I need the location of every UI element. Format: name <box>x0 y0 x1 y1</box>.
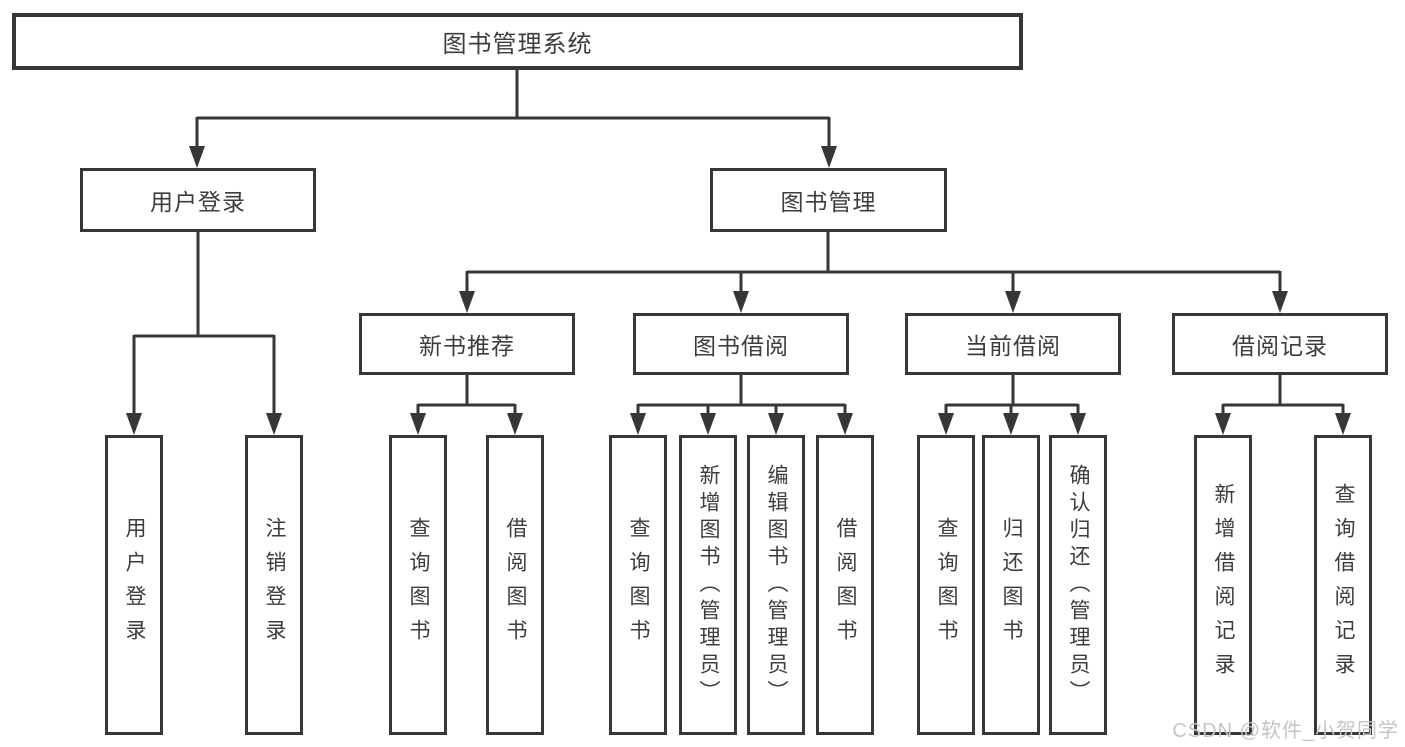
node-leaf-add-borrow-record: 新增借阅记录 <box>1194 435 1252 735</box>
node-leaf-borrow-books-recommend: 借阅图书 <box>486 435 544 735</box>
node-new-book-recommend: 新书推荐 <box>359 313 575 375</box>
node-leaf-confirm-return-admin: 确认归还（管理员） <box>1049 435 1107 735</box>
node-leaf-add-books-admin: 新增图书（管理员） <box>679 435 737 735</box>
arrowhead-icons <box>126 146 1351 435</box>
node-leaf-query-books-borrow: 查询图书 <box>609 435 667 735</box>
node-leaf-query-borrow-record: 查询借阅记录 <box>1314 435 1372 735</box>
node-user-login: 用户登录 <box>80 168 316 232</box>
node-leaf-edit-books-admin: 编辑图书（管理员） <box>747 435 805 735</box>
node-leaf-query-books-recommend: 查询图书 <box>389 435 447 735</box>
node-leaf-user-login: 用户登录 <box>105 435 163 735</box>
node-leaf-logout: 注销登录 <box>245 435 303 735</box>
node-leaf-return-books: 归还图书 <box>982 435 1040 735</box>
node-current-borrow: 当前借阅 <box>905 313 1121 375</box>
node-leaf-query-books-current: 查询图书 <box>917 435 975 735</box>
node-leaf-borrow-books: 借阅图书 <box>816 435 874 735</box>
node-book-management: 图书管理 <box>710 168 947 232</box>
node-book-borrow: 图书借阅 <box>633 313 849 375</box>
watermark: CSDN @软件_小贺同学 <box>1172 720 1399 742</box>
node-borrow-records: 借阅记录 <box>1172 313 1388 375</box>
node-library-management-system: 图书管理系统 <box>12 13 1023 70</box>
